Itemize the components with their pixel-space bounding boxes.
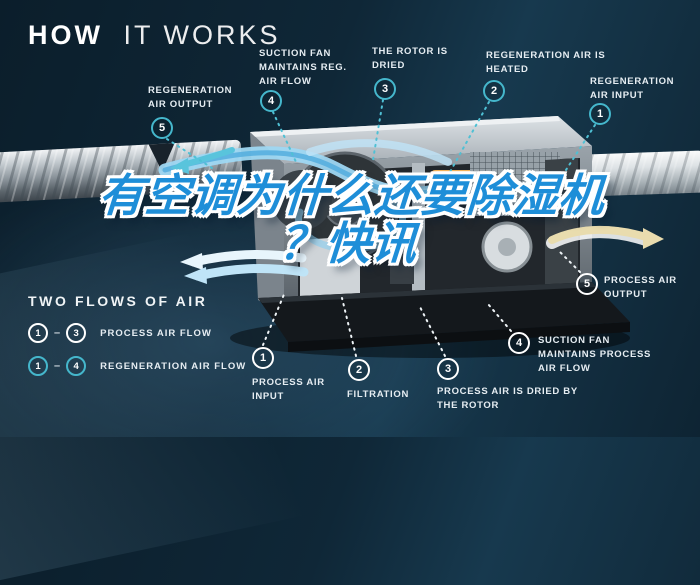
callout-reg-air-input-label: REGENERATION AIR INPUT: [590, 76, 675, 101]
airflow-arrows: [158, 139, 664, 284]
callout-suction-fan-reg-badge: 4: [260, 90, 282, 112]
page-title: HOW IT WORKS: [28, 20, 281, 51]
machine-base: [258, 282, 630, 352]
legend-process-to-badge: 3: [66, 323, 87, 343]
callout-regeneration-air-output-badge: 5: [151, 117, 173, 139]
legend-row-regeneration: 1 – 4 REGENERATION AIR FLOW: [28, 356, 246, 376]
callout-process-air-output-badge: 5: [576, 273, 598, 295]
legend-dash: –: [54, 360, 61, 372]
headline-line2: ？快讯: [277, 217, 420, 269]
legend-title: TWO FLOWS OF AIR: [28, 293, 208, 309]
legend-regeneration-to-badge: 4: [66, 356, 87, 376]
page-title-bold: HOW: [28, 20, 103, 50]
legend-regeneration-from-badge: 1: [28, 356, 48, 376]
dehumidifier-illustration: [0, 99, 700, 358]
callout-rotor-dried-label: THE ROTOR IS DRIED: [372, 46, 448, 71]
pump-unit: [390, 250, 414, 284]
headline-overlay: 有空调为什么还要除湿机 ？快讯: [0, 170, 700, 269]
page-title-light: IT WORKS: [123, 20, 281, 50]
legend-row-process: 1 – 3 PROCESS AIR FLOW: [28, 323, 246, 343]
legend-regeneration-label: REGENERATION AIR FLOW: [100, 360, 247, 372]
legend-dash: –: [54, 327, 61, 339]
callout-process-air-output-label: PROCESS AIR OUTPUT: [604, 275, 677, 300]
right-duct: [557, 150, 700, 198]
callout-process-dried-badge: 3: [437, 358, 459, 380]
callout-reg-air-heated-label: REGENERATION AIR IS HEATED: [486, 50, 606, 75]
legend: TWO FLOWS OF AIR 1 – 3 PROCESS AIR FLOW …: [28, 293, 246, 389]
callout-process-dried-label: PROCESS AIR IS DRIED BY THE ROTOR: [437, 386, 578, 411]
callout-process-air-input-label: PROCESS AIR INPUT: [252, 377, 325, 402]
callout-filtration-badge: 2: [348, 359, 370, 381]
legend-process-from-badge: 1: [28, 323, 48, 343]
callout-suction-fan-reg-label: SUCTION FAN MAINTAINS REG. AIR FLOW: [259, 48, 347, 87]
connector-lines: [166, 99, 596, 357]
left-duct: [0, 139, 243, 203]
legend-process-label: PROCESS AIR FLOW: [100, 327, 212, 339]
callout-reg-air-input-badge: 1: [589, 103, 611, 125]
callout-rotor-dried-badge: 3: [374, 78, 396, 100]
headline-line1: 有空调为什么还要除湿机: [96, 170, 607, 221]
callout-suction-fan-process-label: SUCTION FAN MAINTAINS PROCESS AIR FLOW: [538, 335, 652, 374]
callout-reg-air-heated-badge: 2: [483, 80, 505, 102]
callout-filtration-label: FILTRATION: [347, 389, 410, 400]
suction-fan-left: [272, 170, 332, 230]
callout-process-air-input-badge: 1: [252, 347, 274, 369]
callout-suction-fan-process-badge: 4: [508, 332, 530, 354]
callout-regeneration-air-output-label: REGENERATION AIR OUTPUT: [148, 85, 233, 110]
